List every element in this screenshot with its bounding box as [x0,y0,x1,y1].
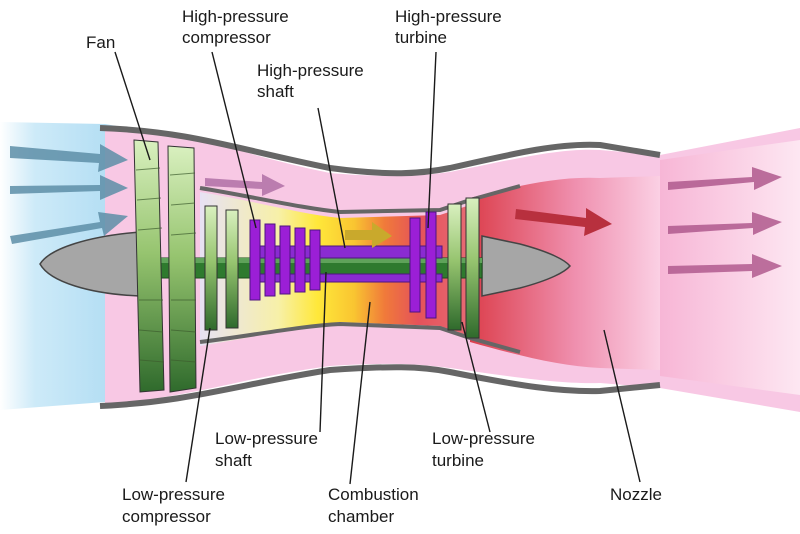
lp-compressor-label: Low-pressure compressor [122,485,230,526]
arrow-icon [10,144,128,172]
lp-shaft-label: Low-pressure shaft [215,429,323,470]
arrow-icon [10,212,128,244]
labels: Fan High-pressure compressor High-pressu… [86,7,662,526]
core-casing [199,184,521,354]
arrow-icon [668,212,782,235]
arrow-icon [345,222,392,248]
fan-label: Fan [86,33,115,52]
exit-arrows [668,167,782,278]
leader-lines [114,51,641,485]
high-pressure-turbine [409,211,437,319]
arrow-icon [515,208,612,236]
core-arrow [345,222,392,248]
arrow-icon [668,167,782,190]
hp-compressor-label: High-pressure compressor [182,7,294,47]
tail-cone [481,235,571,297]
high-pressure-compressor [249,219,321,301]
exhaust-arrow [515,208,612,236]
arrow-icon [668,254,782,278]
lp-turbine-label: Low-pressure turbine [432,429,540,470]
hp-turbine-label: High-pressure turbine [395,7,507,47]
spinner-nose-cone [39,231,141,297]
combustion-chamber-label: Combustion chamber [328,485,423,526]
fan-blades [133,139,197,393]
low-pressure-compressor [204,205,239,331]
arrow-icon [10,175,128,200]
hp-shaft-label: High-pressure shaft [257,61,369,101]
nozzle-label: Nozzle [610,485,662,504]
intake-arrows [10,144,128,244]
low-pressure-turbine [447,197,480,339]
